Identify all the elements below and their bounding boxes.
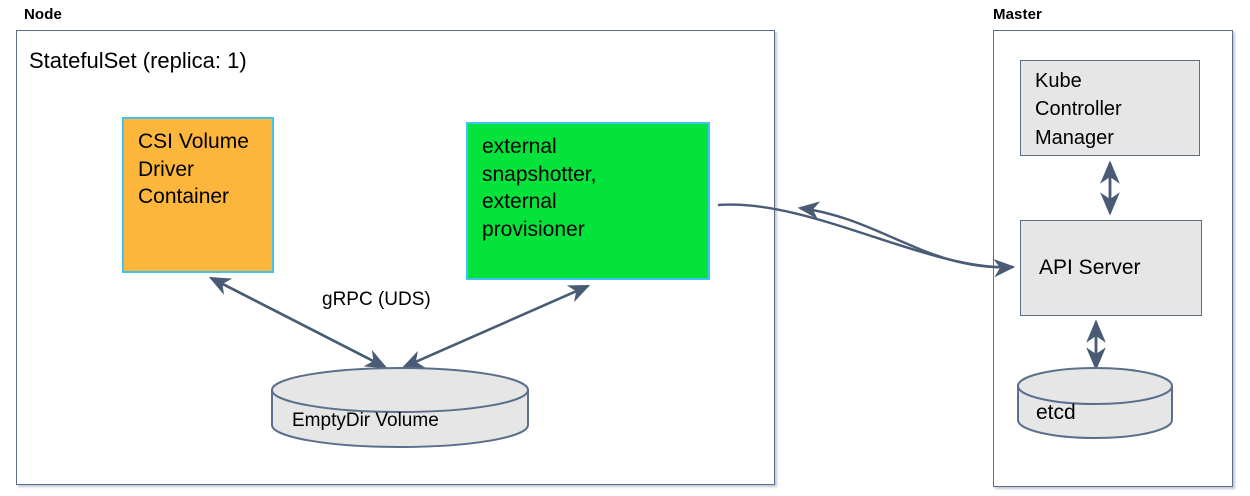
etcd-label: etcd [1036,401,1076,424]
node-kube-controller-manager[interactable]: Kube Controller Manager [1020,60,1200,156]
edge-csi-driver-to-emptydir [208,276,388,369]
statefulset-title: StatefulSet (replica: 1) [29,48,247,73]
emptydir-volume-label: EmptyDir Volume [292,410,439,431]
etcd-shape [1017,367,1173,439]
group-label-master: Master [993,6,1042,23]
emptydir-volume-shape [271,367,529,448]
group-label-node: Node [24,6,62,23]
node-api-server[interactable]: API Server [1020,220,1202,316]
edge-label-grpc-uds: gRPC (UDS) [322,289,431,310]
edge-sidecars-to-api-server [717,201,1016,278]
edge-sidecars-to-emptydir [401,284,591,369]
node-external-sidecars[interactable]: external snapshotter, external provision… [466,122,710,280]
node-csi-volume-driver-container[interactable]: CSI Volume Driver Container [122,117,274,273]
